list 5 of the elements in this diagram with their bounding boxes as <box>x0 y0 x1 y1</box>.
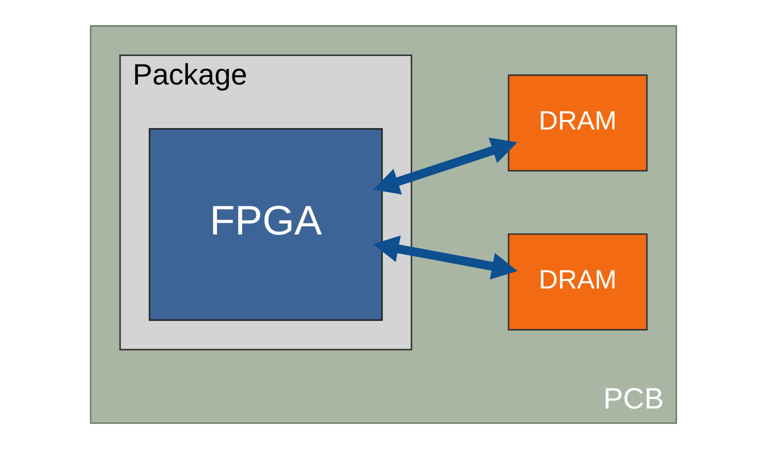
node-box: FPGA <box>148 128 382 321</box>
node-box: DRAM <box>507 233 648 330</box>
node-box: DRAM <box>507 74 648 172</box>
arrow <box>372 236 518 280</box>
arrow <box>372 138 517 194</box>
